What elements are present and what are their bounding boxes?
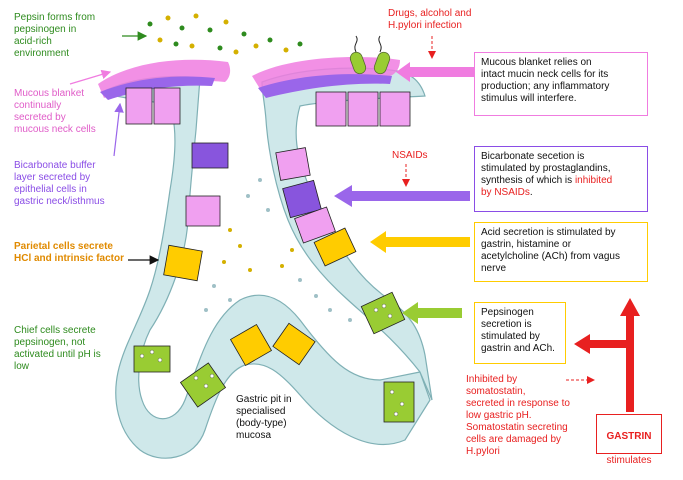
prostaglandin-cell [191, 142, 229, 169]
mucous-cell [294, 206, 336, 244]
bicarbonate-box: Bicarbonate secetion is stimulated by pr… [474, 146, 648, 212]
pepsinogen-box: Pepsinogen secretion is stimulated by ga… [474, 302, 566, 364]
drugs-label: Drugs, alcohol and H.pylori infection [388, 8, 472, 31]
mucous-relies-box: Mucous blanket relies on intact mucin ne… [474, 52, 648, 116]
mucous-blanket-label: Mucous blanket continually secreted by m… [14, 88, 96, 135]
granules [139, 303, 405, 417]
lumen-particles [147, 13, 352, 322]
chief-cells-label: Chief cells secrete pepsinogen, not acti… [14, 325, 101, 372]
chief-cell [360, 291, 406, 335]
parietal-cell [229, 323, 273, 367]
epithelial-cells [125, 87, 415, 423]
mucous-neck-cell [153, 87, 181, 125]
gastrin-title: GASTRIN [606, 431, 652, 442]
parietal-cell [272, 322, 316, 366]
gastrin-subtitle: stimulates [606, 455, 652, 466]
mucous-cell [275, 147, 311, 181]
somatostatin-label: Inhibited by somatostatin, secreted in r… [466, 374, 570, 457]
bicarbonate-block-arrow [334, 185, 470, 207]
parietal-cells-label: Parietal cells secrete HCl and intrinsic… [14, 241, 125, 264]
pepsinogen-block-arrow [402, 302, 462, 324]
mucous-neck-cell [347, 91, 379, 127]
parietal-cell [163, 244, 203, 282]
bicarbonate-period: . [529, 187, 533, 198]
chief-cell [383, 381, 415, 423]
mucous-neck-cell [379, 91, 411, 127]
mucous-cell [185, 195, 221, 227]
pepsin-label: Pepsin forms from pepsinogen in acid-ric… [14, 12, 96, 59]
left-gland-wall [100, 75, 431, 459]
parietal-cell [313, 227, 357, 267]
gastric-pit-label: Gastric pit in specialised (body-type) m… [236, 394, 292, 441]
nsaids-label: NSAIDs [392, 150, 428, 161]
mucous-block-arrow [396, 62, 476, 82]
acid-secretion-box: Acid secretion is stimulated by gastrin,… [474, 222, 648, 282]
bicarbonate-inhibited-text: inhibited by NSAIDs [481, 175, 613, 198]
annotation-arrows [69, 31, 640, 412]
bicarbonate-buffer-label: Bicarbonate buffer layer secreted by epi… [14, 160, 105, 207]
bicarbonate-layer-right [258, 74, 392, 98]
gastrin-horizontal-arrow [574, 334, 630, 354]
acid-block-arrow [370, 231, 470, 253]
gastrin-box: GASTRIN stimulates [596, 414, 662, 466]
prostaglandin-cell [282, 179, 322, 219]
bicarbonate-text: Bicarbonate secetion is stimulated by pr… [481, 151, 611, 186]
gastrin-vertical-arrow [620, 298, 640, 412]
mucous-neck-cell [125, 87, 153, 125]
chief-cell [179, 362, 227, 408]
h-pylori-bacteria-icon [349, 35, 391, 75]
mucous-neck-cell [315, 91, 347, 127]
mucous-pointer [69, 69, 112, 85]
bicarbonate-pointer [113, 102, 124, 157]
